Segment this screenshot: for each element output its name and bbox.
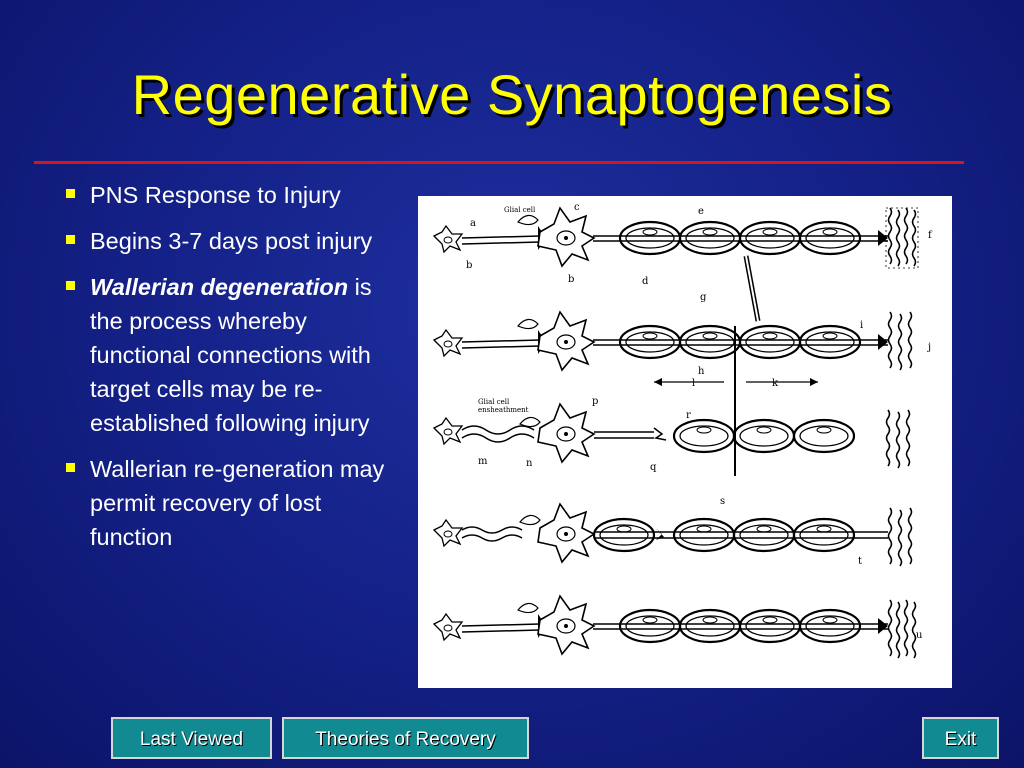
label-j: j <box>927 342 931 353</box>
label-h: h <box>698 366 705 377</box>
bullet-text: is the process whereby functional connec… <box>90 274 372 436</box>
bullet-item: Wallerian degeneration is the process wh… <box>62 270 402 440</box>
row-5-reinnervated <box>433 595 917 659</box>
bullet-square-icon <box>66 235 75 244</box>
label-s: s <box>720 496 725 507</box>
bullet-square-icon <box>66 463 75 472</box>
label-glial-ensheathment-1: Glial cell <box>478 398 510 406</box>
theories-of-recovery-button[interactable]: Theories of Recovery <box>282 717 529 759</box>
label-f: f <box>928 230 933 241</box>
row-2-axon-cut <box>433 255 913 476</box>
label-glial-cell: Glial cell <box>504 206 536 214</box>
last-viewed-button[interactable]: Last Viewed <box>111 717 272 759</box>
label-g: g <box>700 292 707 303</box>
label-b2: b <box>568 274 574 285</box>
label-glial-ensheathment-2: ensheathment <box>478 406 529 414</box>
label-b: b <box>466 260 472 271</box>
row-4-regrowth <box>433 503 913 567</box>
bullet-list: PNS Response to Injury Begins 3-7 days p… <box>62 178 402 566</box>
label-a: a <box>470 218 476 229</box>
bullet-text: Begins 3-7 days post injury <box>90 228 373 254</box>
bullet-item: PNS Response to Injury <box>62 178 402 212</box>
bullet-text: PNS Response to Injury <box>90 182 341 208</box>
slide-title: Regenerative Synaptogenesis <box>131 63 893 126</box>
wallerian-diagram: Glial cell Glial cell ensheathment a b b… <box>418 196 952 688</box>
bullet-square-icon <box>66 189 75 198</box>
figure-labels: Glial cell Glial cell ensheathment a b b… <box>466 202 933 641</box>
label-c: c <box>574 202 580 213</box>
bullet-item: Begins 3-7 days post injury <box>62 224 402 258</box>
label-r: r <box>686 410 691 421</box>
label-q: q <box>650 462 657 473</box>
bullet-text: Wallerian re-generation may permit recov… <box>90 456 385 550</box>
label-p: p <box>592 396 598 407</box>
bullet-term: Wallerian degeneration <box>90 274 349 300</box>
label-n: n <box>526 458 533 469</box>
label-t: t <box>858 556 862 567</box>
row-3-degeneration <box>433 403 911 469</box>
exit-button[interactable]: Exit <box>922 717 999 759</box>
label-i: i <box>860 320 863 331</box>
label-e: e <box>698 206 704 217</box>
bullet-item: Wallerian re-generation may permit recov… <box>62 452 402 554</box>
label-d: d <box>642 276 649 287</box>
bullet-square-icon <box>66 281 75 290</box>
label-k: k <box>772 378 779 389</box>
label-m: m <box>478 456 488 467</box>
neuron-regeneration-illustration: Glial cell Glial cell ensheathment a b b… <box>433 202 933 659</box>
label-u: u <box>916 630 923 641</box>
title-divider <box>34 161 964 164</box>
label-l: l <box>692 378 695 389</box>
row-1-normal-neuron <box>433 207 919 269</box>
